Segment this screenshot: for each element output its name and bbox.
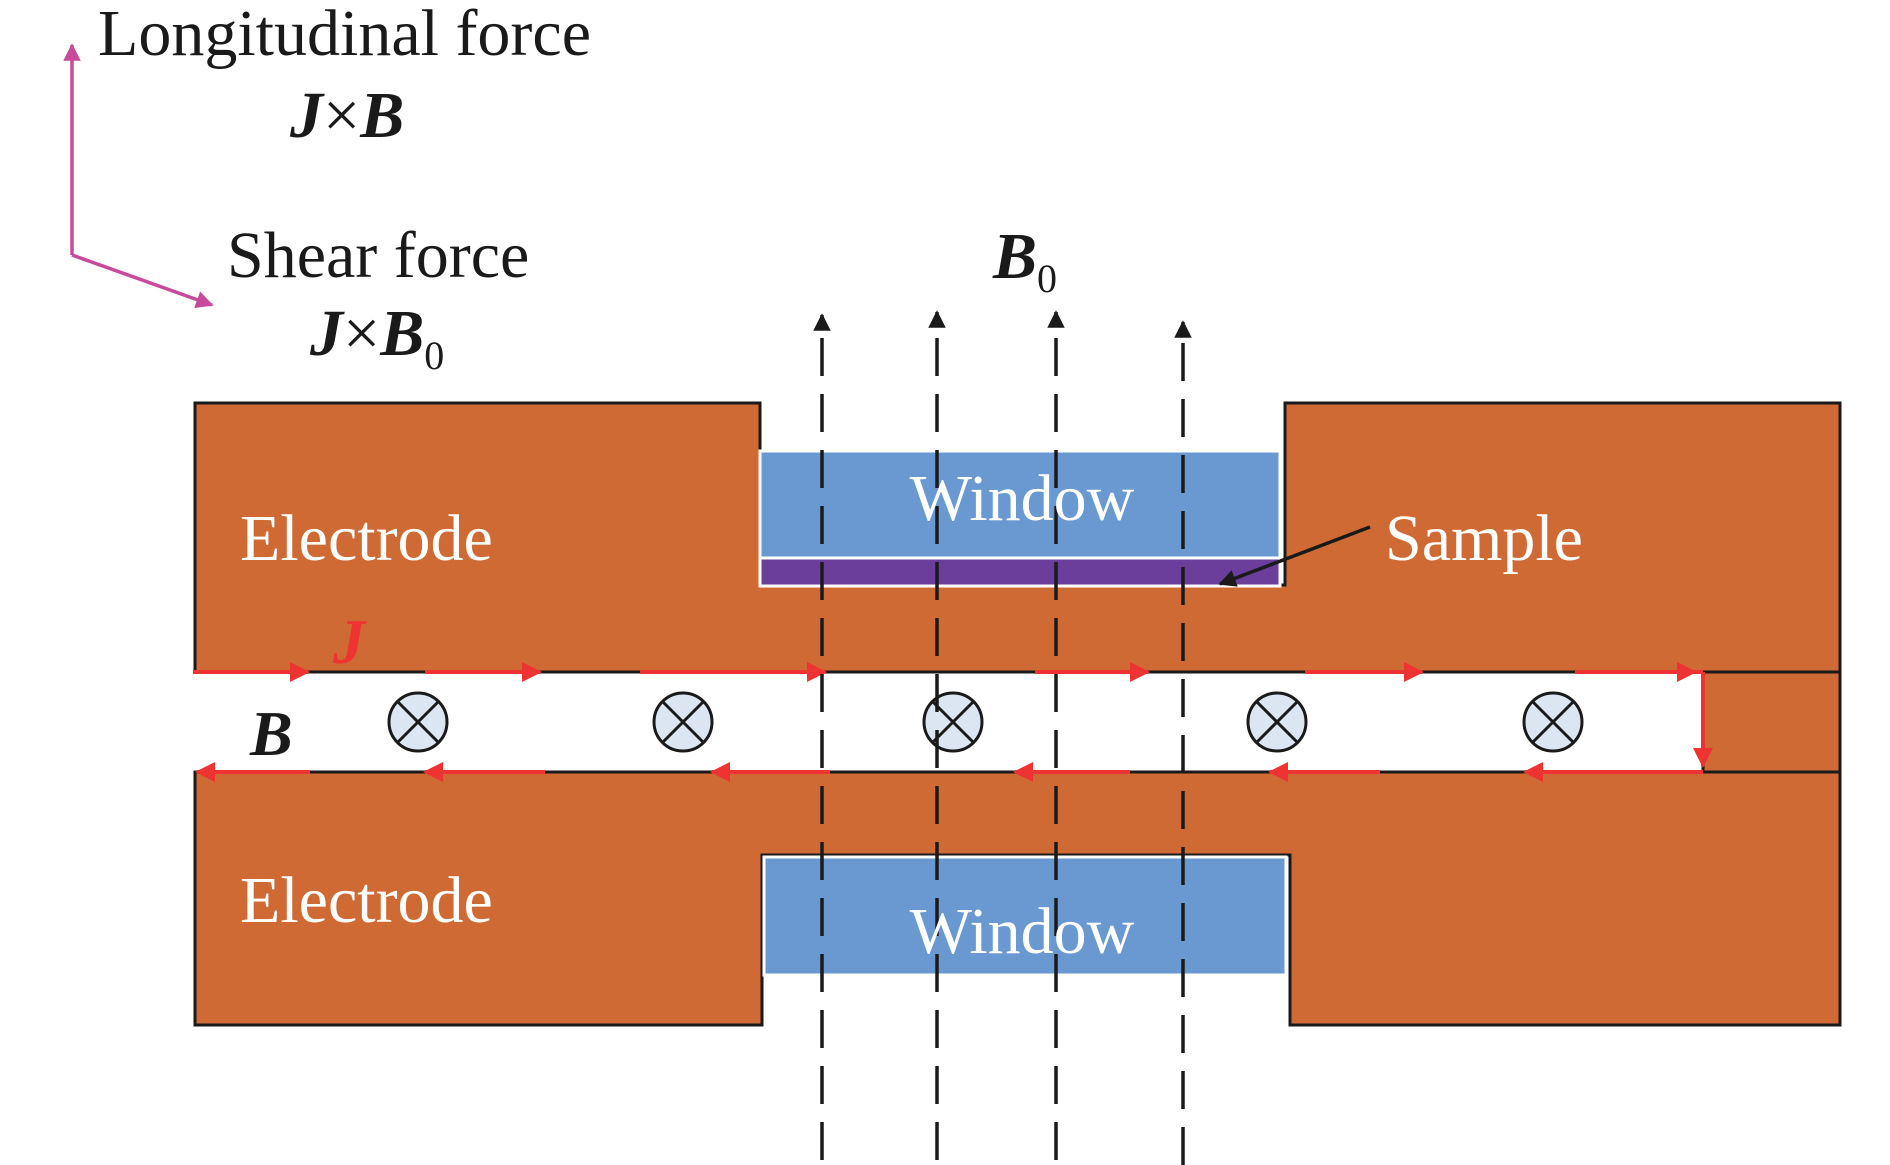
formula-b: B bbox=[359, 79, 404, 152]
field-lines bbox=[813, 310, 1192, 1165]
formula-j: J bbox=[309, 297, 345, 370]
electrode-connector bbox=[1701, 670, 1842, 774]
field-symbols bbox=[387, 691, 1584, 753]
field-b-label: B bbox=[249, 698, 293, 769]
b0-label: B0 bbox=[992, 220, 1057, 301]
sample-label: Sample bbox=[1385, 502, 1583, 575]
formula-times: × bbox=[323, 79, 360, 152]
bottom-electrode bbox=[193, 770, 1842, 1027]
shear-force-formula: J×B0 bbox=[309, 297, 444, 378]
circle-cross-icon bbox=[1522, 691, 1584, 753]
top-window bbox=[758, 449, 1282, 560]
circle-cross-icon bbox=[387, 691, 449, 753]
top-window-label: Window bbox=[910, 462, 1135, 535]
longitudinal-force-label: Longitudinal force bbox=[98, 0, 591, 70]
formula-j: J bbox=[289, 79, 325, 152]
shear-force-arrow bbox=[71, 253, 214, 308]
current-label: J bbox=[332, 606, 367, 677]
sample-pointer-arrow bbox=[1218, 525, 1371, 587]
sample-layer bbox=[758, 556, 1282, 588]
current-arrows-upper bbox=[193, 662, 1713, 768]
formula-subscript: 0 bbox=[424, 333, 444, 378]
formula-b: B bbox=[379, 297, 424, 370]
bottom-electrode-label: Electrode bbox=[240, 864, 493, 937]
longitudinal-force-formula: J×B bbox=[289, 79, 404, 152]
force-axes bbox=[63, 43, 214, 308]
bottom-window bbox=[762, 855, 1288, 977]
circle-cross-icon bbox=[652, 691, 714, 753]
shear-force-label: Shear force bbox=[227, 219, 529, 292]
b0-main: B bbox=[992, 220, 1037, 293]
bottom-window-label: Window bbox=[910, 895, 1135, 968]
formula-times: × bbox=[343, 297, 380, 370]
circle-cross-icon bbox=[1246, 691, 1308, 753]
circle-cross-icon bbox=[922, 691, 984, 753]
b0-subscript: 0 bbox=[1037, 256, 1057, 301]
top-electrode-label: Electrode bbox=[240, 502, 493, 575]
